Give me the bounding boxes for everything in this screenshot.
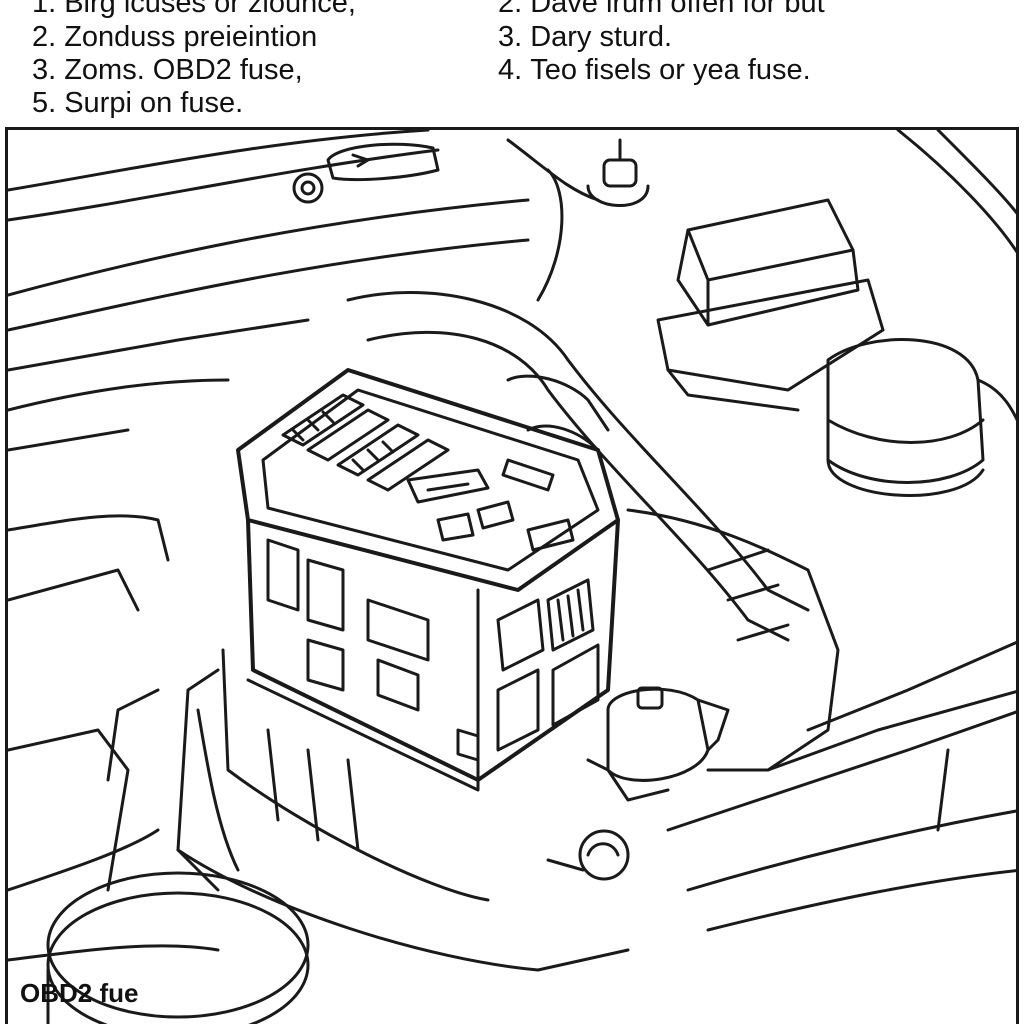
legend-item-text: Dary sturd. — [530, 21, 673, 53]
left-fender-lines — [8, 130, 530, 452]
legend-item-5: 5.Surpi on fuse. — [32, 86, 243, 120]
engine-bay-illustration — [5, 127, 1019, 1024]
legend-item-text: Dave irum offen for but — [530, 0, 825, 19]
legend-item-number: 2. — [32, 21, 57, 53]
legend-item-3b: 3.Dary sturd. — [498, 20, 672, 54]
legend-item-3: 3.Zoms. OBD2 fuse, — [32, 53, 303, 87]
legend-item-text: Birg icuses or ziounce, — [64, 0, 356, 19]
fuse-box-side-panels — [266, 538, 600, 762]
legend-item-text: Teo fisels or yea fuse. — [530, 54, 811, 86]
battery-tray — [106, 688, 630, 972]
legend-item-number: 3. — [32, 54, 57, 86]
legend-item-4: 4.Teo fisels or yea fuse. — [498, 53, 811, 87]
legend-item-number: 1. — [32, 0, 57, 19]
brake-reservoir — [586, 686, 730, 802]
legend-item-number: 3. — [498, 21, 523, 53]
engine-bay-drawing — [8, 130, 1016, 1024]
relay-box — [656, 198, 885, 412]
legend-item-text: Zoms. OBD2 fuse, — [64, 54, 303, 86]
legend-item-1: 1. Birg icuses or ziounce, — [32, 0, 356, 20]
legend-item-text: Surpi on fuse. — [64, 87, 244, 119]
latch-component — [292, 142, 440, 204]
coolant-hose — [346, 291, 810, 642]
legend-item-2: 2.Zonduss preieintion — [32, 20, 317, 54]
right-cylinder — [826, 130, 1016, 497]
legend-item-2b: 2. Dave irum offen for but — [498, 0, 825, 20]
legend: 1. Birg icuses or ziounce, 2. Dave irum of… — [0, 0, 1024, 125]
fuse-slots — [281, 393, 575, 552]
legend-item-number: 5. — [32, 87, 57, 119]
main-fuse-box — [176, 368, 620, 902]
legend-item-number: 4. — [498, 54, 523, 86]
legend-item-text: Zonduss preieintion — [64, 21, 318, 53]
obd2-fuse-callout: OBD2 fue — [20, 978, 139, 1008]
right-panels — [626, 508, 1016, 932]
reservoir-cap — [506, 138, 650, 302]
left-structures — [8, 514, 220, 962]
legend-item-number: 2. — [498, 0, 523, 19]
air-filter — [46, 871, 310, 1024]
small-cap — [546, 829, 630, 881]
